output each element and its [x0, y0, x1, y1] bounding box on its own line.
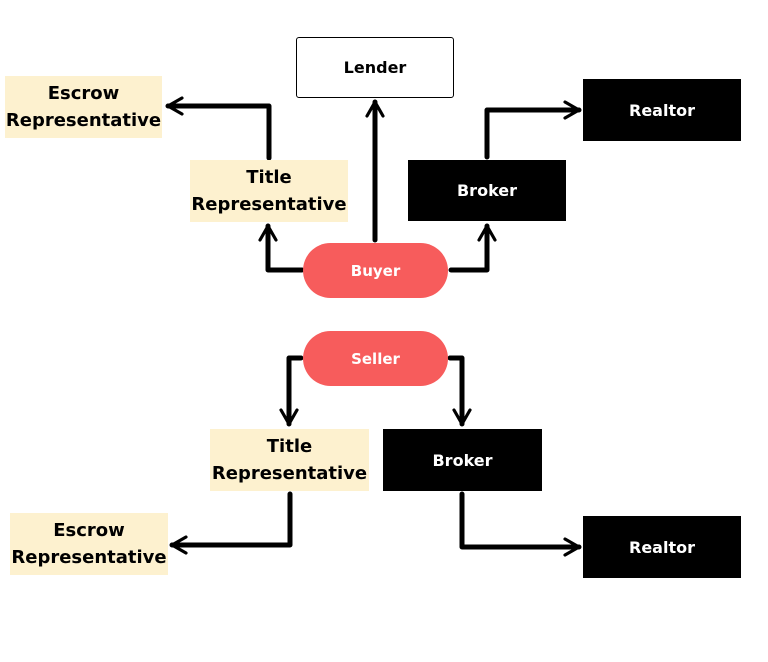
lender-node: Lender [296, 37, 454, 98]
escrow-label-line1: Escrow [47, 83, 120, 104]
title-label-line1: Title [246, 167, 292, 188]
seller-title-label-line1: Title [266, 436, 313, 457]
arrow-broker-to-realtor-seller [459, 491, 582, 557]
escrow-representative-node: Escrow Representative [5, 76, 162, 138]
realtor-node: Realtor [583, 79, 741, 141]
seller-label: Seller [351, 349, 400, 368]
arrow-seller-to-broker [447, 355, 472, 427]
arrow-title-to-escrow-seller [169, 491, 293, 555]
arrow-seller-to-title [279, 355, 304, 427]
broker-label: Broker [456, 181, 518, 200]
arrow-buyer-to-title [258, 223, 305, 273]
seller-escrow-label-line1: Escrow [53, 520, 125, 541]
title-representative-node: Title Representative [190, 160, 348, 222]
realtor-label: Realtor [629, 100, 695, 120]
lender-label: Lender [343, 58, 407, 77]
arrow-title-to-escrow [165, 96, 272, 161]
seller-title-representative-node: Title Representative [210, 429, 369, 491]
escrow-label-line2: Representative [5, 110, 162, 131]
seller-realtor-node: Realtor [583, 516, 741, 578]
broker-node: Broker [408, 160, 566, 221]
seller-node: Seller [303, 331, 448, 386]
seller-realtor-label: Realtor [629, 537, 695, 557]
buyer-label: Buyer [350, 261, 401, 280]
seller-title-label-line2: Representative [211, 463, 368, 484]
arrow-buyer-to-broker [448, 223, 497, 273]
buyer-node: Buyer [303, 243, 448, 298]
seller-escrow-representative-node: Escrow Representative [10, 513, 168, 575]
seller-broker-label: Broker [432, 450, 493, 470]
arrow-broker-to-realtor [484, 100, 582, 160]
seller-broker-node: Broker [383, 429, 542, 491]
seller-escrow-label-line2: Representative [11, 547, 167, 568]
title-label-line2: Representative [191, 194, 347, 215]
